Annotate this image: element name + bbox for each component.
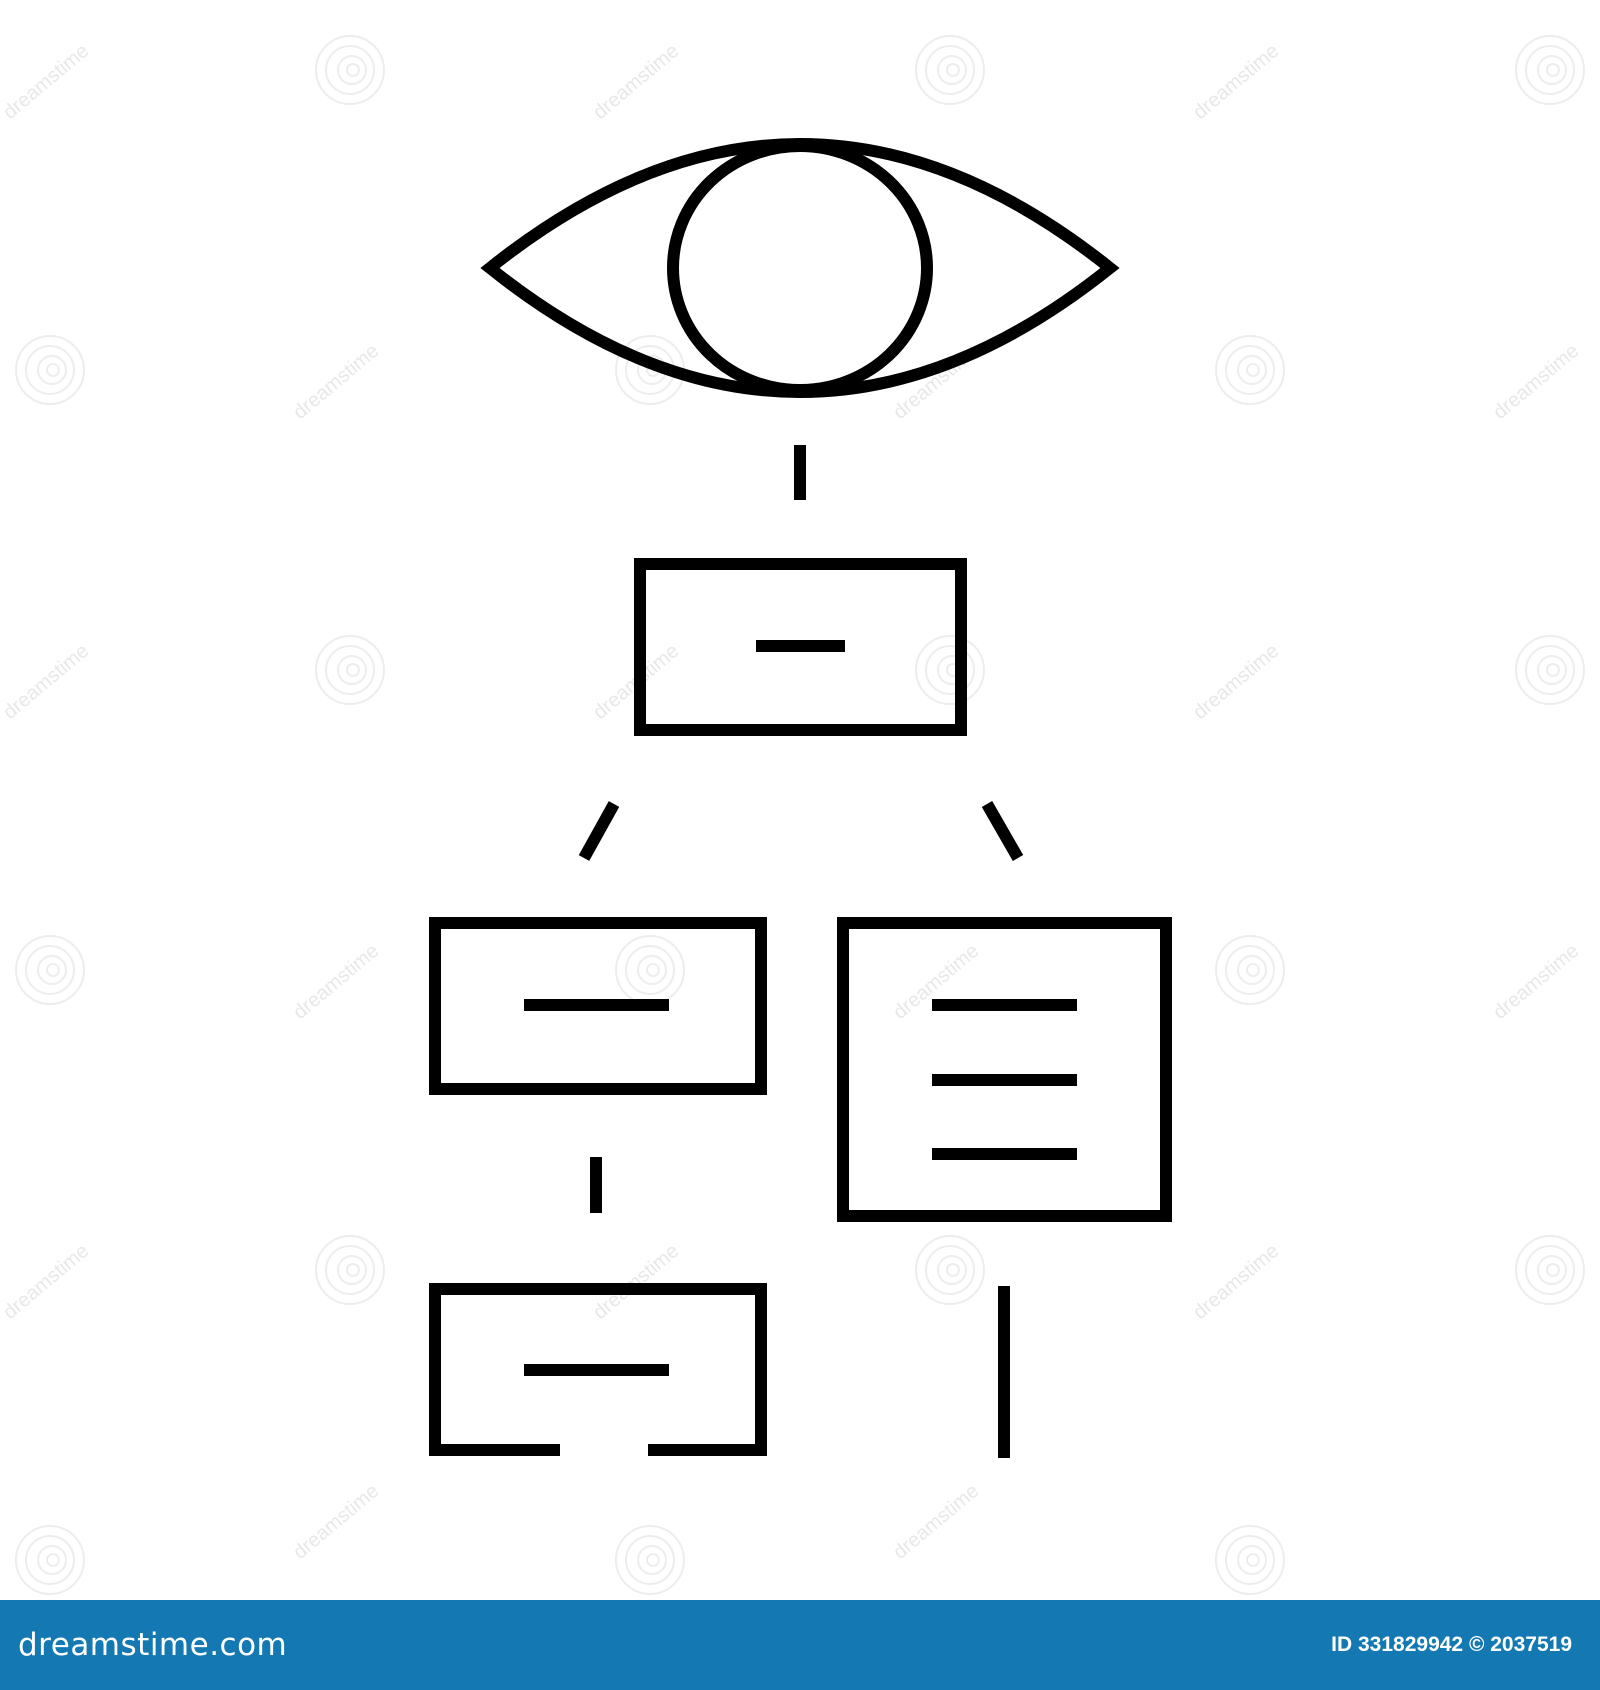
watermark-spiral-icon (1515, 1235, 1585, 1305)
watermark-spiral-icon (1215, 335, 1285, 405)
box-frame (837, 917, 1172, 1222)
watermark-text: dreamstime (289, 940, 383, 1024)
watermark-spiral-icon (915, 1235, 985, 1305)
flowchart-box-middle-right (837, 917, 1172, 1222)
watermark-layer: dreamstime dreamstime dreamstime dreamst… (0, 35, 1585, 1595)
flowchart-diagram: dreamstime dreamstime dreamstime dreamst… (0, 35, 1585, 1595)
watermark-spiral-icon (15, 335, 85, 405)
watermark-spiral-icon (1215, 935, 1285, 1005)
watermark-text: dreamstime (1189, 640, 1283, 724)
connector-top-to-left (578, 801, 620, 861)
watermark-text: dreamstime (289, 340, 383, 424)
watermark-spiral-icon (915, 35, 985, 105)
watermark-text: dreamstime (589, 1240, 683, 1324)
brand-logo[interactable]: dreamstime.com (18, 1627, 288, 1663)
box-frame (429, 917, 767, 1095)
eye-icon (480, 138, 1120, 398)
watermark-spiral-icon (1515, 635, 1585, 705)
eye-iris (667, 140, 933, 396)
box-frame (429, 1283, 767, 1456)
watermark-text: dreamstime (889, 1480, 983, 1564)
watermark-spiral-icon (315, 635, 385, 705)
watermark-text: dreamstime (889, 940, 983, 1024)
watermark-text: dreamstime (1489, 340, 1583, 424)
connector-top-to-right (981, 801, 1024, 861)
watermark-text: dreamstime (0, 40, 93, 124)
watermark-text: dreamstime (589, 40, 683, 124)
watermark-spiral-icon (1215, 1525, 1285, 1595)
diagram-canvas: dreamstime dreamstime dreamstime dreamst… (0, 35, 1585, 1595)
watermark-spiral-icon (615, 935, 685, 1005)
image-id-label: ID 331829942 © 2037519 (1331, 1633, 1572, 1656)
watermark-spiral-icon (315, 35, 385, 105)
watermark-spiral-icon (915, 635, 985, 705)
watermark-text: dreamstime (1189, 40, 1283, 124)
watermark-spiral-icon (615, 1525, 685, 1595)
watermark-spiral-icon (15, 935, 85, 1005)
watermark-text: dreamstime (289, 1480, 383, 1564)
watermark-text: dreamstime (1489, 940, 1583, 1024)
flowchart-box-bottom-left (429, 1283, 767, 1456)
watermark-spiral-icon (315, 1235, 385, 1305)
flowchart-box-top (634, 558, 967, 736)
footer-bar: dreamstime.com ID 331829942 © 2037519 (0, 1600, 1600, 1690)
watermark-spiral-icon (15, 1525, 85, 1595)
watermark-text: dreamstime (1189, 1240, 1283, 1324)
watermark-text: dreamstime (0, 1240, 93, 1324)
flowchart-box-middle-left (429, 917, 767, 1095)
watermark-text: dreamstime (0, 640, 93, 724)
watermark-spiral-icon (1515, 35, 1585, 105)
box-frame (634, 558, 967, 736)
eye-outline (480, 138, 1120, 398)
